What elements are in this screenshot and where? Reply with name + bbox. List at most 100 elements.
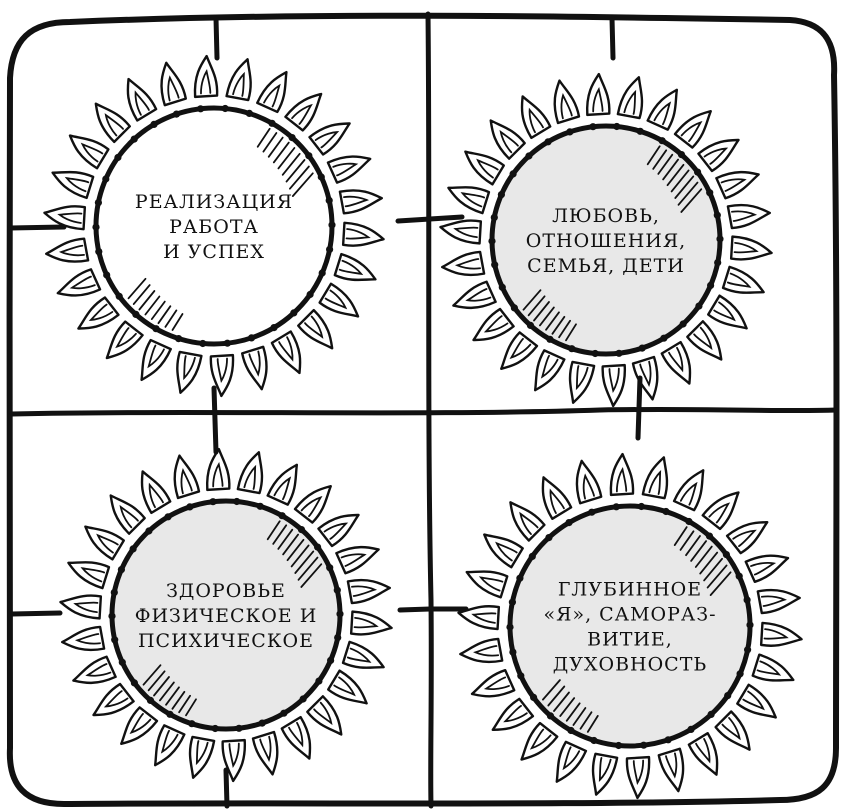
rim-bead bbox=[268, 120, 275, 127]
sun-ray bbox=[643, 455, 672, 498]
sun-label-line: И УСПЕХ bbox=[163, 241, 265, 263]
sun-ray bbox=[618, 75, 647, 118]
rim-bead bbox=[509, 649, 516, 656]
sun-ray bbox=[310, 112, 355, 154]
sun-realization: РЕАЛИЗАЦИЯРАБОТАИ УСПЕХ bbox=[44, 56, 385, 397]
sun-label-line: СЕМЬЯ, ДЕТИ bbox=[527, 255, 685, 277]
rim-bead bbox=[737, 670, 744, 677]
sun-ray bbox=[343, 223, 384, 248]
sun-ray bbox=[565, 362, 594, 405]
sun-ray bbox=[343, 642, 388, 675]
rim-bead bbox=[248, 334, 255, 341]
rim-bead bbox=[724, 692, 731, 699]
rim-bead bbox=[546, 336, 553, 343]
rim-bead bbox=[708, 711, 715, 718]
sun-ray bbox=[242, 347, 275, 392]
rim-bead bbox=[305, 152, 312, 159]
rim-bead bbox=[680, 320, 687, 327]
rim-bead bbox=[319, 269, 326, 276]
rim-bead bbox=[103, 271, 110, 278]
sun-ray bbox=[348, 574, 391, 603]
rim-bead bbox=[102, 175, 109, 182]
horizontal-divider bbox=[12, 409, 836, 414]
sun-ray bbox=[698, 129, 743, 171]
tick-center-right-vertical bbox=[638, 378, 640, 438]
rim-bead bbox=[130, 545, 137, 552]
sun-ray bbox=[117, 75, 157, 121]
rim-bead bbox=[116, 293, 123, 300]
rim-bead bbox=[488, 238, 495, 245]
sun-label-line: ОТНОШЕНИЯ, bbox=[526, 230, 686, 252]
rim-bead bbox=[662, 508, 669, 515]
rim-bead bbox=[615, 350, 622, 357]
rim-bead bbox=[92, 224, 99, 231]
sun-ray bbox=[511, 92, 551, 138]
rim-bead bbox=[588, 509, 595, 516]
sun-label-line: РАБОТА bbox=[169, 216, 259, 238]
rim-bead bbox=[111, 636, 118, 643]
sun-ray bbox=[61, 627, 104, 656]
rim-bead bbox=[326, 246, 333, 253]
sun-ray bbox=[585, 74, 610, 115]
rim-bead bbox=[233, 498, 240, 505]
sun-ray bbox=[568, 458, 601, 503]
rim-bead bbox=[114, 154, 121, 161]
sun-ray bbox=[78, 519, 124, 559]
sun-ray bbox=[131, 467, 171, 513]
sun-ray bbox=[488, 699, 533, 741]
rim-bead bbox=[145, 527, 152, 534]
sun-label-line: ВИТИЕ, bbox=[587, 629, 673, 651]
sun-ray bbox=[674, 465, 711, 511]
sun-ray bbox=[459, 639, 502, 668]
rim-bead bbox=[590, 737, 597, 744]
sun-ray bbox=[440, 219, 481, 244]
rim-bead bbox=[147, 697, 154, 704]
rim-bead bbox=[336, 610, 343, 617]
rim-bead bbox=[209, 498, 216, 505]
rim-bead bbox=[665, 736, 672, 743]
sun-ray bbox=[602, 365, 627, 406]
sun-ray bbox=[746, 545, 792, 582]
sun-ray bbox=[351, 612, 392, 637]
sun-ray bbox=[481, 115, 525, 159]
rim-bead bbox=[224, 340, 231, 347]
rim-bead bbox=[314, 544, 321, 551]
sun-ray bbox=[227, 57, 256, 100]
sun-ray bbox=[588, 754, 617, 797]
sun-ray bbox=[319, 284, 365, 324]
sun-ray bbox=[172, 352, 201, 395]
sun-ray bbox=[715, 712, 759, 756]
sun-ray bbox=[70, 656, 116, 693]
sun-ray bbox=[63, 128, 109, 168]
sun-ray bbox=[477, 527, 523, 567]
rim-bead bbox=[334, 587, 341, 594]
rim-bead bbox=[706, 533, 713, 540]
rim-bead bbox=[131, 679, 138, 686]
sun-ray bbox=[88, 684, 133, 726]
rim-bead bbox=[95, 199, 102, 206]
sun-ray bbox=[468, 309, 513, 351]
rim-bead bbox=[723, 551, 730, 558]
rim-bead bbox=[326, 564, 333, 571]
sun-ray bbox=[268, 459, 305, 505]
rim-bead bbox=[498, 191, 505, 198]
rim-bead bbox=[714, 259, 721, 266]
rim-bead bbox=[290, 309, 297, 316]
sun-ray bbox=[761, 623, 802, 648]
rim-bead bbox=[173, 111, 180, 118]
sun-ray bbox=[272, 332, 312, 378]
sun-ray bbox=[753, 655, 798, 688]
sun-ray bbox=[336, 537, 382, 574]
rim-bead bbox=[326, 197, 333, 204]
tick-left-upper bbox=[10, 227, 64, 228]
rim-bead bbox=[706, 189, 713, 196]
rim-bead bbox=[95, 248, 102, 255]
rim-bead bbox=[527, 322, 534, 329]
sun-ray bbox=[100, 321, 142, 366]
sun-label-line: «Я», САМОРАЗ- bbox=[543, 604, 716, 626]
rim-bead bbox=[257, 503, 264, 510]
rim-bead bbox=[280, 710, 287, 717]
sun-ray bbox=[532, 473, 572, 519]
sun-ray bbox=[549, 742, 586, 788]
rim-bead bbox=[315, 678, 322, 685]
